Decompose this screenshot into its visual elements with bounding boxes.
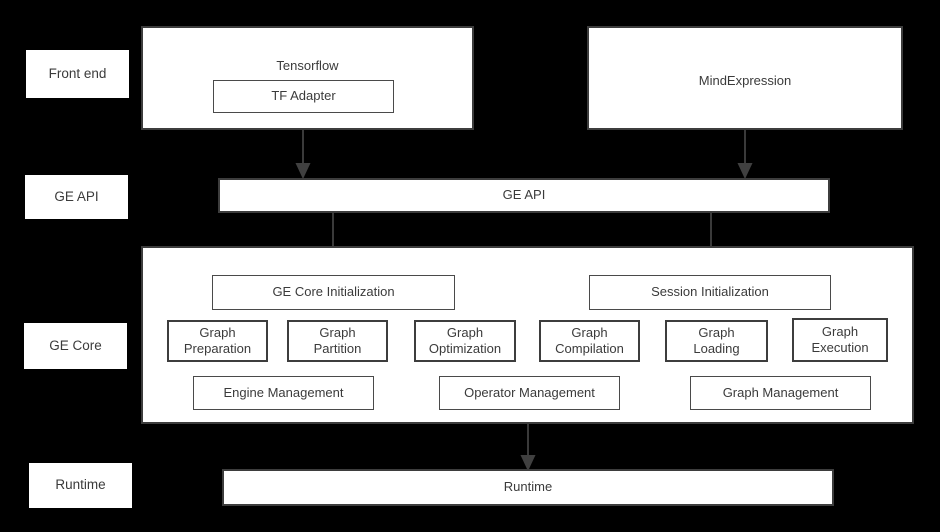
tensorflow-label: Tensorflow [276, 58, 339, 73]
engine-management-box[interactable]: Engine Management [193, 376, 374, 410]
layer-label-ge-api: GE API [25, 175, 128, 219]
layer-label-runtime: Runtime [29, 463, 132, 508]
ge-api-bar[interactable]: GE API [218, 178, 830, 213]
graph-management-box[interactable]: Graph Management [690, 376, 871, 410]
session-initialization-box[interactable]: Session Initialization [589, 275, 831, 310]
layer-label-front-end: Front end [26, 50, 129, 98]
runtime-bar[interactable]: Runtime [222, 469, 834, 506]
graph-optimization-box[interactable]: Graph Optimization [414, 320, 516, 362]
graph-preparation-box[interactable]: Graph Preparation [167, 320, 268, 362]
graph-loading-box[interactable]: Graph Loading [665, 320, 768, 362]
tensorflow-panel[interactable]: Tensorflow [141, 26, 474, 130]
mindexpression-panel[interactable]: MindExpression [587, 26, 903, 130]
tf-adapter-box[interactable]: TF Adapter [213, 80, 394, 113]
mindexpression-label: MindExpression [698, 73, 792, 88]
operator-management-box[interactable]: Operator Management [439, 376, 620, 410]
graph-compilation-box[interactable]: Graph Compilation [539, 320, 640, 362]
graph-partition-box[interactable]: Graph Partition [287, 320, 388, 362]
graph-execution-box[interactable]: Graph Execution [792, 318, 888, 362]
ge-core-initialization-box[interactable]: GE Core Initialization [212, 275, 455, 310]
layer-label-ge-core: GE Core [24, 323, 127, 369]
